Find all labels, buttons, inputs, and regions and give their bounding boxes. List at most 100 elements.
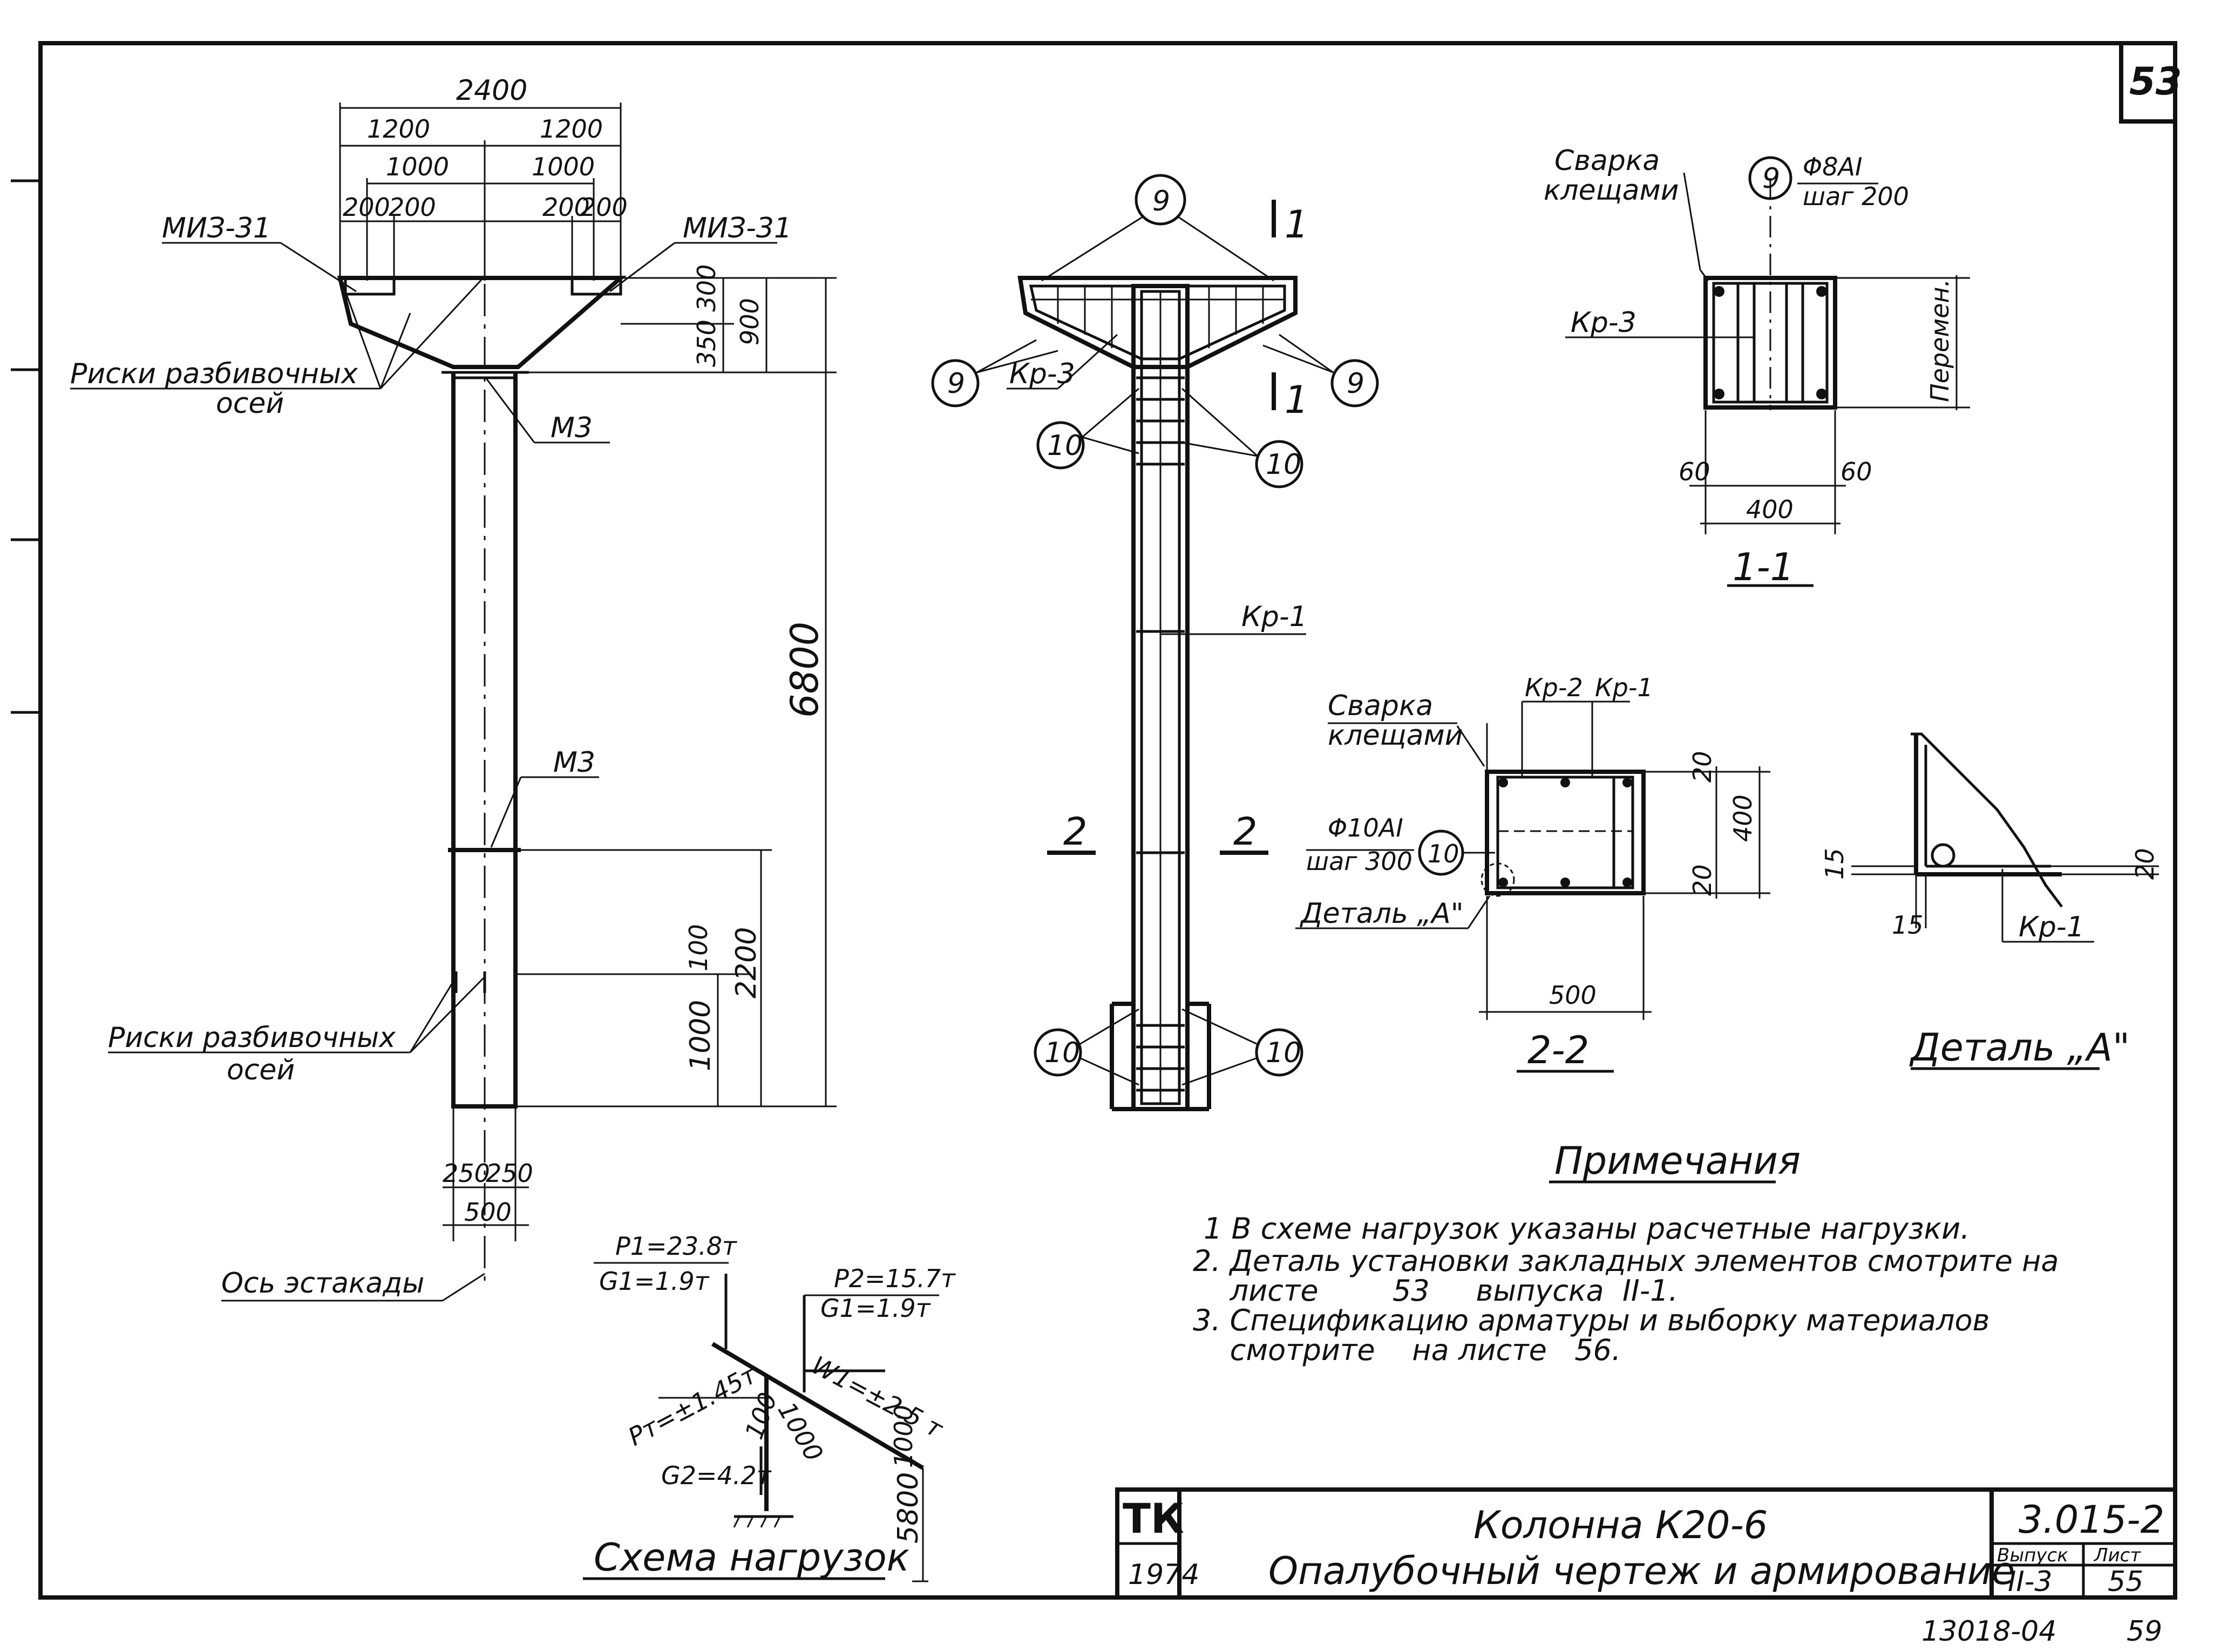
s22-weld-2: клещами (1328, 719, 1463, 752)
dim-200-r2: 200 (580, 193, 628, 222)
s11-dim-60-right: 60 (1841, 457, 1872, 486)
dim-350-300: 350 300 (692, 264, 721, 367)
s11-bar: Φ8АI (1803, 152, 1863, 181)
elevation-labels: МИЗ-31 МИЗ-31 Риски разбивочных осей М3 … (70, 212, 792, 1302)
load-scheme: P1=23.8т G1=1.9т P2=15.7т G1=1.9т W1=±2.… (583, 1232, 956, 1582)
title-sheet: 55 (2108, 1566, 2143, 1598)
s22-weld: Сварка (1328, 690, 1433, 722)
load-g1-right: G1=1.9т (820, 1294, 931, 1323)
load-w1: W1=±2.5 т (807, 1350, 948, 1444)
dim-6800: 6800 (783, 622, 827, 718)
title-name: Колонна К20-6 (1473, 1503, 1768, 1547)
s22-step: шаг 300 (1306, 847, 1412, 876)
svg-text:10: 10 (1047, 430, 1083, 462)
svg-text:10: 10 (1266, 448, 1301, 481)
load-title: Схема нагрузок (594, 1535, 909, 1580)
dim-2200: 2200 (730, 927, 763, 998)
svg-text:9: 9 (947, 368, 965, 400)
s22-dim-20-bottom: 20 (1688, 864, 1717, 896)
note-1: 1 В схеме нагрузок указаны расчетные наг… (1204, 1212, 1969, 1246)
load-g1-left: G1=1.9т (599, 1267, 710, 1296)
s11-weld-2: клещами (1544, 174, 1679, 207)
s22-dim-20-top: 20 (1688, 751, 1717, 783)
title-issue: II-3 (2008, 1566, 2053, 1598)
cut-2-right: 2 (1233, 810, 1258, 854)
s22-dim-400: 400 (1728, 794, 1757, 842)
s11-callout-9: 9 (1762, 162, 1780, 195)
callout-10-right-top: 10 (1181, 387, 1303, 488)
s22-callout-10: 10 (1428, 839, 1459, 868)
dim-1000-right: 1000 (532, 152, 595, 181)
note-3-cont: смотрите на листе 56. (1193, 1333, 1621, 1367)
s11-kr3: Кр-3 (1571, 307, 1636, 339)
dim-1000: 1000 (684, 1000, 717, 1071)
column-elevation: 2400 1200 1200 1000 1000 200 200 200 200… (70, 74, 837, 1302)
s11-dim-400: 400 (1746, 495, 1794, 524)
s11-weld: Сварка (1554, 145, 1660, 177)
cut-2-left: 2 (1063, 810, 1088, 854)
dim-1200-left: 1200 (367, 114, 430, 144)
column-head-outline (337, 276, 627, 369)
title-description: Опалубочный чертеж и армирование (1268, 1549, 2015, 1593)
detail-title: Деталь „А" (1909, 1025, 2130, 1070)
dimension-chain-top: 2400 1200 1200 1000 1000 200 200 200 200 (339, 74, 628, 281)
cut-1-bottom: 1 (1285, 378, 1309, 422)
s22-title: 2-2 (1527, 1028, 1589, 1072)
s22-kr1: Кр-1 (1595, 673, 1653, 702)
dim-200-r1: 200 (542, 193, 590, 222)
dim-200-l1: 200 (343, 193, 390, 222)
callout-10-left-bottom: 10 (1034, 1008, 1139, 1086)
load-dim-1000-b: 1000 (889, 1405, 918, 1468)
s22-kr2: Кр-2 (1525, 673, 1583, 702)
callout-10-left-top: 10 (1036, 387, 1139, 470)
reinforcement-view: 9 9 9 10 10 10 (931, 174, 1379, 1111)
load-dim-5800: 5800 (892, 1472, 925, 1544)
title-year: 1974 (1128, 1559, 1199, 1591)
detail-dim-15-b: 15 (1892, 910, 1924, 940)
callout-10-right-bottom: 10 (1181, 1008, 1303, 1086)
s11-title: 1-1 (1733, 545, 1794, 589)
sheet-number: 53 (2129, 59, 2182, 104)
label-axis: Ось эстакады (221, 1267, 424, 1300)
title-sheet-label: Лист (2093, 1545, 2141, 1566)
dim-250-left: 250 (443, 1159, 490, 1188)
label-kr1: Кр-1 (1241, 601, 1307, 633)
s22-bar: Φ10АI (1328, 813, 1403, 842)
note-2-cont: листе 53 выпуска II-1. (1193, 1274, 1678, 1308)
label-riski-bottom: Риски разбивочных (108, 1022, 396, 1054)
dim-100: 100 (684, 924, 713, 971)
detail-dim-20: 20 (2130, 848, 2159, 880)
label-m3-top: М3 (551, 412, 593, 444)
s22-detail-ref: Деталь „А" (1300, 898, 1464, 930)
label-miz31-left: МИЗ-31 (162, 212, 271, 244)
svg-text:10: 10 (1266, 1037, 1301, 1069)
notes: Примечания 1 В схеме нагрузок указаны ра… (1193, 1139, 2059, 1367)
dim-200-l2: 200 (389, 193, 436, 222)
note-2: 2. Деталь установки закладных элементов … (1193, 1244, 2059, 1278)
detail-a: 15 20 15 Кр-1 Деталь „А" (1820, 732, 2159, 1070)
dim-900: 900 (735, 298, 764, 345)
s11-step: шаг 200 (1803, 182, 1909, 211)
s11-dim-60-left: 60 (1679, 457, 1710, 486)
label-riski-top-2: осей (216, 387, 284, 420)
load-p1: P1=23.8т (615, 1232, 737, 1261)
footer-page: 59 (2127, 1615, 2162, 1648)
load-g2: G2=4.2т (661, 1461, 772, 1490)
label-riski-top: Риски разбивочных (70, 358, 358, 390)
dimension-chain-bottom: 250 250 500 (443, 1106, 533, 1241)
dimension-chain-right: 350 300 900 6800 2200 100 1000 (515, 264, 837, 1107)
svg-text:9: 9 (1347, 368, 1364, 400)
dim-2400: 2400 (456, 74, 527, 107)
footer-inventory: 13018-04 (1921, 1615, 2056, 1648)
s11-variable: Перемен. (1925, 279, 1954, 402)
title-issue-label: Выпуск (1997, 1545, 2068, 1566)
callout-9-left: 9 (931, 339, 1058, 407)
load-pt: Pт=±1.45т (623, 1359, 762, 1452)
load-p2: P2=15.7т (834, 1264, 956, 1293)
dim-250-right: 250 (486, 1159, 533, 1188)
notes-heading: Примечания (1554, 1139, 1801, 1183)
callout-9-right: 9 (1262, 334, 1379, 407)
dim-1000-left: 1000 (386, 152, 449, 181)
footer: 13018-04 59 (1921, 1615, 2162, 1648)
